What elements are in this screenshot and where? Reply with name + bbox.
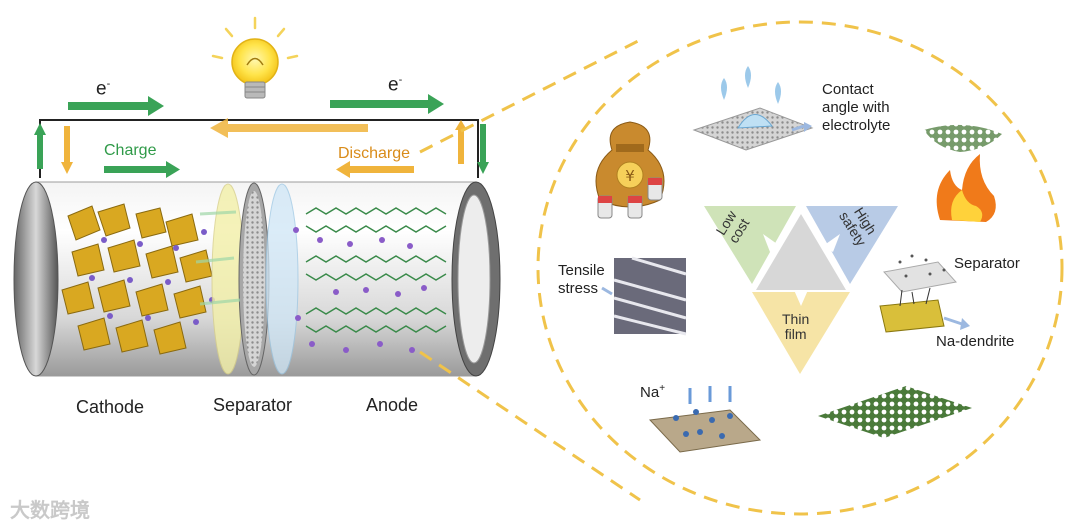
na-dendrite-label: Na-dendrite	[936, 333, 1015, 350]
light-bulb-icon	[211, 16, 299, 99]
triangle-low-cost	[704, 206, 796, 284]
discharge-return-arrow	[210, 118, 368, 138]
discharge-arrow	[336, 161, 414, 178]
watermark: 大数跨境	[10, 500, 90, 522]
battery-cell-icons	[597, 177, 663, 219]
triangle-thin-film	[752, 292, 850, 374]
charge-label: Charge	[104, 142, 157, 159]
separator-dendrite-icon	[879, 254, 970, 333]
electron-arrow-right	[330, 94, 444, 114]
anode-lattice	[305, 207, 447, 333]
discharge-label: Discharge	[338, 145, 411, 162]
anode-label: Anode	[366, 395, 419, 415]
electron-label-right: e-	[388, 74, 403, 96]
money-bag-icon: ¥	[595, 121, 665, 208]
tensile-stress-label: Tensile stress	[558, 262, 605, 297]
side-arrows	[34, 120, 489, 174]
tensile-stress-icon	[601, 256, 687, 336]
zoom-circle	[536, 20, 1064, 516]
na-deposition-icon	[648, 386, 762, 453]
svg-text:¥: ¥	[625, 167, 635, 185]
cathode-crystals	[61, 203, 213, 355]
charge-arrow	[104, 161, 180, 178]
separator-property-label: Separator	[954, 255, 1020, 272]
zoom-guides	[419, 20, 1064, 516]
contact-angle-icon	[692, 66, 814, 151]
anode-ions	[293, 227, 427, 353]
property-triangle	[704, 206, 898, 374]
triangle-high-safety	[806, 206, 898, 284]
ion-streaks	[195, 210, 241, 306]
electron-arrow-left	[68, 96, 164, 116]
mesh-sheet-icon	[818, 386, 972, 438]
thin-film-label: Thin film	[782, 311, 810, 342]
separator-discs	[211, 182, 299, 376]
separator-label: Separator	[213, 395, 293, 415]
flame-icon	[924, 124, 1002, 222]
electron-label-left: e-	[96, 78, 111, 100]
triangle-center	[756, 214, 846, 290]
na-ion-label: Na+	[640, 383, 666, 401]
cathode-ions	[89, 229, 215, 325]
cathode-label: Cathode	[76, 397, 145, 417]
contact-angle-label: Contact angle with electrolyte	[822, 81, 891, 134]
